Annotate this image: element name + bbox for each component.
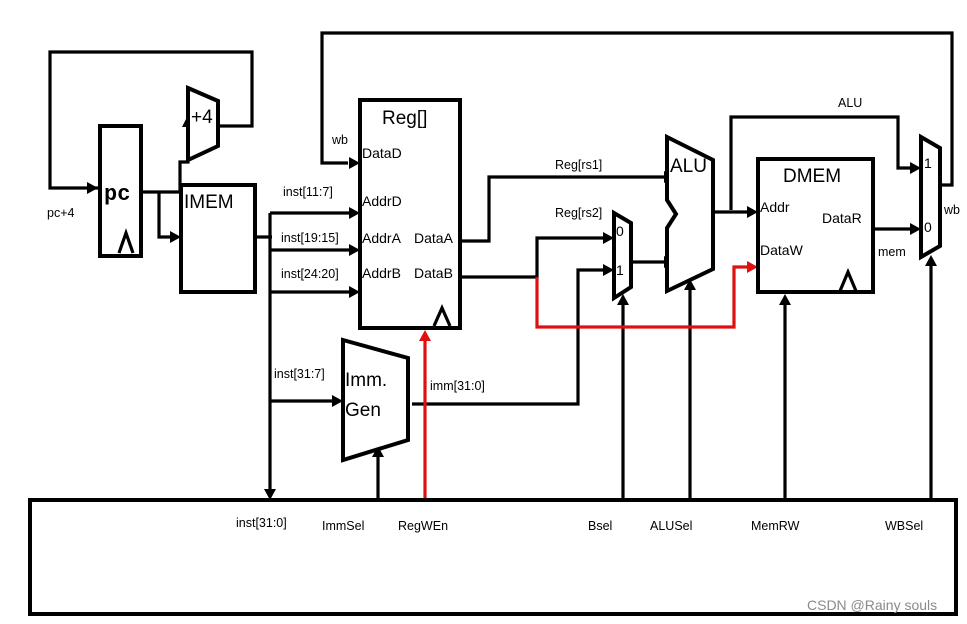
- arrow-immsel: [372, 446, 384, 457]
- port-datad: DataD: [362, 145, 402, 161]
- port-addra: AddrA: [362, 230, 402, 246]
- rs1-wire: [462, 175, 665, 243]
- wbsel-mux: 1 0: [919, 133, 942, 261]
- arrow-addrb: [349, 286, 360, 298]
- label-wb-right: wb: [943, 203, 960, 217]
- register-file: Reg[] DataD AddrD AddrA AddrB DataA Data…: [358, 98, 462, 330]
- label-alusel: ALUSel: [650, 519, 692, 533]
- imm-wire: [412, 268, 604, 406]
- wbmux-0-label: 0: [924, 219, 932, 235]
- pc-to-adder-wire: [141, 122, 190, 194]
- bmux-1-label: 1: [616, 262, 624, 278]
- bmux-0-label: 0: [616, 223, 624, 239]
- pc-label: pc: [104, 182, 130, 207]
- reg-label: Reg[]: [382, 108, 427, 129]
- label-alu-bypass: ALU: [838, 96, 862, 110]
- label-inst-31-7: inst[31:7]: [274, 367, 325, 381]
- port-dmem-dataw: DataW: [760, 242, 804, 258]
- pc-to-imem-wire: [157, 192, 172, 239]
- arrow-bmux-1: [603, 264, 614, 276]
- label-pc-plus4: pc+4: [47, 206, 75, 220]
- port-datab: DataB: [414, 265, 453, 281]
- label-immsel: ImmSel: [322, 519, 364, 533]
- arrow-wbmux-0: [910, 223, 921, 235]
- wb-loop-wire: [320, 31, 954, 187]
- arrow-immgen-in: [332, 395, 343, 407]
- arrow-bmux-0: [603, 232, 614, 244]
- immgen-label-1: Imm.: [345, 370, 387, 391]
- arrow-pc-in: [87, 182, 98, 194]
- alu-bypass-wire: [729, 115, 912, 210]
- label-reg-rs1: Reg[rs1]: [555, 158, 602, 172]
- port-dmem-datar: DataR: [822, 210, 862, 226]
- arrow-wbsel: [925, 255, 937, 266]
- arrow-alusel: [684, 279, 696, 290]
- bsel-mux: 0 1: [612, 209, 633, 302]
- immgen-block: Imm. Gen: [341, 337, 410, 463]
- label-memrw: MemRW: [751, 519, 800, 533]
- rs2-wire: [462, 236, 604, 279]
- label-bsel: Bsel: [588, 519, 612, 533]
- label-inst-31-0: inst[31:0]: [236, 516, 287, 530]
- imem-block: IMEM: [179, 183, 257, 294]
- wires: [48, 31, 954, 500]
- pc-feedback-wire: [48, 50, 254, 190]
- label-wb-top: wb: [331, 133, 348, 147]
- wbmux-1-label: 1: [924, 155, 932, 171]
- wire-labels: pc+4 inst[11:7] inst[19:15] inst[24:20] …: [47, 96, 960, 393]
- imem-label: IMEM: [184, 192, 234, 213]
- arrow-dmem-addr: [747, 206, 758, 218]
- dmem-label: DMEM: [783, 166, 841, 187]
- datab-to-dataw-wire: [535, 265, 748, 329]
- label-mem: mem: [878, 245, 906, 259]
- arrow-bsel: [617, 294, 629, 305]
- label-inst-24-20: inst[24:20]: [281, 267, 339, 281]
- label-reg-rs2: Reg[rs2]: [555, 206, 602, 220]
- arrow-memrw: [779, 294, 791, 305]
- label-inst-19-15: inst[19:15]: [281, 231, 339, 245]
- immgen-label-2: Gen: [345, 400, 381, 421]
- adder-label: +4: [191, 107, 213, 128]
- pc-register: pc: [98, 124, 143, 258]
- alu-label: ALU: [670, 156, 707, 177]
- port-dmem-addr: Addr: [760, 199, 790, 215]
- label-imm-31-0: imm[31:0]: [430, 379, 485, 393]
- arrow-inst-down: [264, 489, 276, 500]
- port-addrd: AddrD: [362, 193, 402, 209]
- watermark: CSDN @Rainy souls: [807, 597, 937, 613]
- label-regwen: RegWEn: [398, 519, 448, 533]
- arrow-addra: [349, 244, 360, 256]
- arrow-imem-in: [170, 231, 181, 243]
- control-unit: [28, 498, 958, 616]
- arrow-datad: [349, 157, 360, 169]
- control-labels: inst[31:0] ImmSel RegWEn Bsel ALUSel Mem…: [236, 516, 923, 533]
- label-inst-11-7: inst[11:7]: [283, 185, 333, 199]
- adder-plus4: +4: [186, 84, 220, 164]
- arrow-regwen: [419, 330, 431, 341]
- arrow-dataw: [747, 261, 758, 273]
- arrow-addrd: [349, 207, 360, 219]
- port-addrb: AddrB: [362, 265, 401, 281]
- arrow-wbmux-1: [910, 162, 921, 174]
- alu-block: ALU: [665, 133, 715, 295]
- label-wbsel: WBSel: [885, 519, 923, 533]
- port-dataa: DataA: [414, 230, 454, 246]
- dmem-block: DMEM Addr DataR DataW: [756, 157, 875, 294]
